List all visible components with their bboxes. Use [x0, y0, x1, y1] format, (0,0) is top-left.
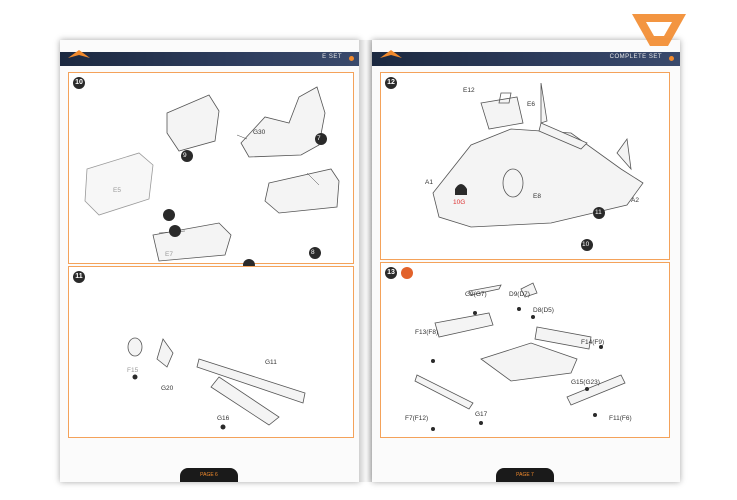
header-dot-icon [669, 56, 674, 61]
part-label: 10 [582, 241, 590, 248]
part-label: 9 [183, 152, 187, 159]
part-label: A1 [425, 179, 433, 186]
part-label: G20 [161, 385, 174, 392]
part-label: F11(F6) [609, 415, 632, 422]
part-label: F14(F9) [581, 339, 605, 346]
part-label: G15(G23) [571, 379, 600, 386]
part-label: A2 [631, 197, 639, 204]
step-11-panel: 11 F15 G20 G11 G16 [68, 266, 354, 438]
step-number: 10 [73, 77, 85, 89]
step-13-panel: 13 G2(G7) D9(D7) D8(D5) F13(F8) F14(F9) … [380, 262, 670, 438]
part-label: 11 [595, 209, 602, 216]
step-number: 11 [73, 271, 85, 283]
part-label: G11 [265, 359, 277, 366]
book-gutter [359, 40, 373, 482]
page-number-tab: PAGE 6 [180, 468, 238, 482]
right-header-title: COMPLETE SET [609, 54, 662, 60]
part-label: E5 [113, 187, 121, 194]
part-label: F13(F8) [415, 329, 439, 336]
part-label: D8(D5) [533, 307, 554, 314]
left-header-title: E SET [322, 54, 342, 60]
step-10-drawing [84, 86, 340, 271]
header-dot-icon [349, 56, 354, 61]
right-instruction-page: COMPLETE SET 12 E12 E6 A1 10G E8 11 [372, 40, 680, 482]
part-label: G16 [217, 415, 230, 422]
part-label: 8 [311, 249, 315, 256]
right-page-header: COMPLETE SET [372, 50, 680, 66]
part-label: E8 [533, 193, 541, 200]
step-13-drawing [414, 282, 626, 431]
part-label: 10G [453, 199, 466, 206]
step-12-drawing [432, 82, 644, 251]
page-number-tab: PAGE 7 [496, 468, 554, 482]
part-label: G30 [253, 129, 266, 136]
step-number: 13 [385, 267, 397, 279]
wing-logo-icon [68, 50, 90, 58]
part-label: E6 [527, 101, 535, 108]
part-label: F15 [127, 367, 139, 374]
step-12-panel: 12 E12 E6 A1 10G E8 11 A2 10 [380, 72, 670, 260]
brand-logo [628, 8, 690, 48]
step-10-panel: 10 9 G30 7 E5 E7 8 [68, 72, 354, 271]
logo-badge-icon [632, 14, 686, 46]
wing-logo-icon [380, 50, 402, 58]
part-label: 7 [317, 135, 321, 142]
part-label: D9(D7) [509, 291, 530, 298]
part-label: G17 [475, 411, 488, 418]
step-number: 12 [385, 77, 397, 89]
left-page-header: E SET [60, 50, 360, 66]
part-label: E7 [165, 251, 173, 258]
left-instruction-page: E SET 10 9 G30 7 [60, 40, 360, 482]
part-label: F7(F12) [405, 415, 429, 422]
warning-icon [401, 267, 413, 279]
part-label: G2(G7) [465, 291, 487, 298]
part-label: E12 [463, 87, 475, 94]
step-11-drawing [127, 337, 306, 430]
